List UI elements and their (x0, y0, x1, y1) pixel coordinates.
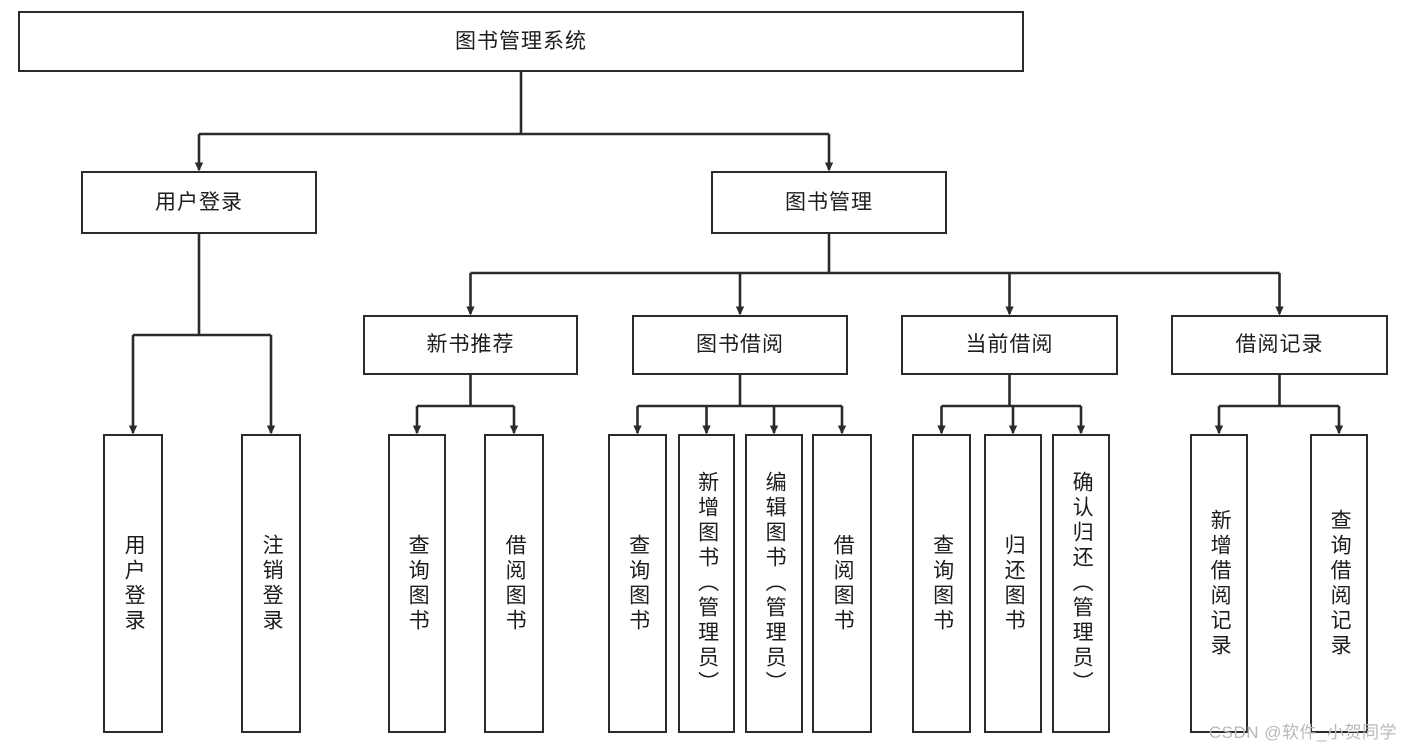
leaf-borrow-book-recommend[interactable]: 借阅图书 (484, 434, 544, 733)
leaf-query-book-borrow[interactable]: 查询图书 (608, 434, 667, 733)
node-label: 查询图书 (930, 533, 954, 634)
node-label: 新增借阅记录 (1208, 508, 1232, 659)
node-label: 用户登录 (155, 190, 243, 214)
node-book-management[interactable]: 图书管理 (711, 171, 947, 234)
watermark: CSDN @软件_小贺同学 (1208, 723, 1397, 742)
leaf-return-book[interactable]: 归还图书 (984, 434, 1042, 733)
node-label: 图书管理系统 (455, 29, 587, 53)
node-label: 新增图书（管理员） (695, 471, 719, 696)
node-label: 查询图书 (626, 533, 650, 634)
node-label: 图书借阅 (696, 333, 784, 357)
node-borrow-records[interactable]: 借阅记录 (1171, 315, 1388, 375)
node-label: 归还图书 (1002, 533, 1026, 634)
node-label: 图书管理 (785, 190, 873, 214)
node-current-borrow[interactable]: 当前借阅 (901, 315, 1118, 375)
leaf-confirm-return-admin[interactable]: 确认归还（管理员） (1052, 434, 1110, 733)
leaf-query-book-current[interactable]: 查询图书 (912, 434, 971, 733)
leaf-add-book-admin[interactable]: 新增图书（管理员） (678, 434, 735, 733)
node-user-login[interactable]: 用户登录 (81, 171, 317, 234)
node-label: 用户登录 (122, 533, 146, 634)
node-root[interactable]: 图书管理系统 (18, 11, 1024, 72)
leaf-query-book-recommend[interactable]: 查询图书 (388, 434, 446, 733)
node-label: 借阅记录 (1235, 333, 1324, 357)
leaf-user-login[interactable]: 用户登录 (103, 434, 163, 733)
leaf-logout[interactable]: 注销登录 (241, 434, 301, 733)
leaf-add-borrow-record[interactable]: 新增借阅记录 (1190, 434, 1248, 733)
node-label: 借阅图书 (831, 533, 855, 634)
node-new-book-recommend[interactable]: 新书推荐 (363, 315, 578, 375)
node-label: 新书推荐 (426, 333, 515, 357)
node-label: 确认归还（管理员） (1070, 471, 1094, 696)
leaf-borrow-book[interactable]: 借阅图书 (812, 434, 872, 733)
node-label: 查询图书 (406, 533, 430, 634)
leaf-edit-book-admin[interactable]: 编辑图书（管理员） (745, 434, 803, 733)
leaf-query-borrow-record[interactable]: 查询借阅记录 (1310, 434, 1368, 733)
node-label: 编辑图书（管理员） (763, 471, 787, 696)
node-label: 借阅图书 (503, 533, 527, 634)
node-label: 查询借阅记录 (1328, 508, 1352, 659)
node-label: 注销登录 (260, 533, 284, 634)
node-label: 当前借阅 (965, 333, 1054, 357)
node-book-borrow[interactable]: 图书借阅 (632, 315, 848, 375)
